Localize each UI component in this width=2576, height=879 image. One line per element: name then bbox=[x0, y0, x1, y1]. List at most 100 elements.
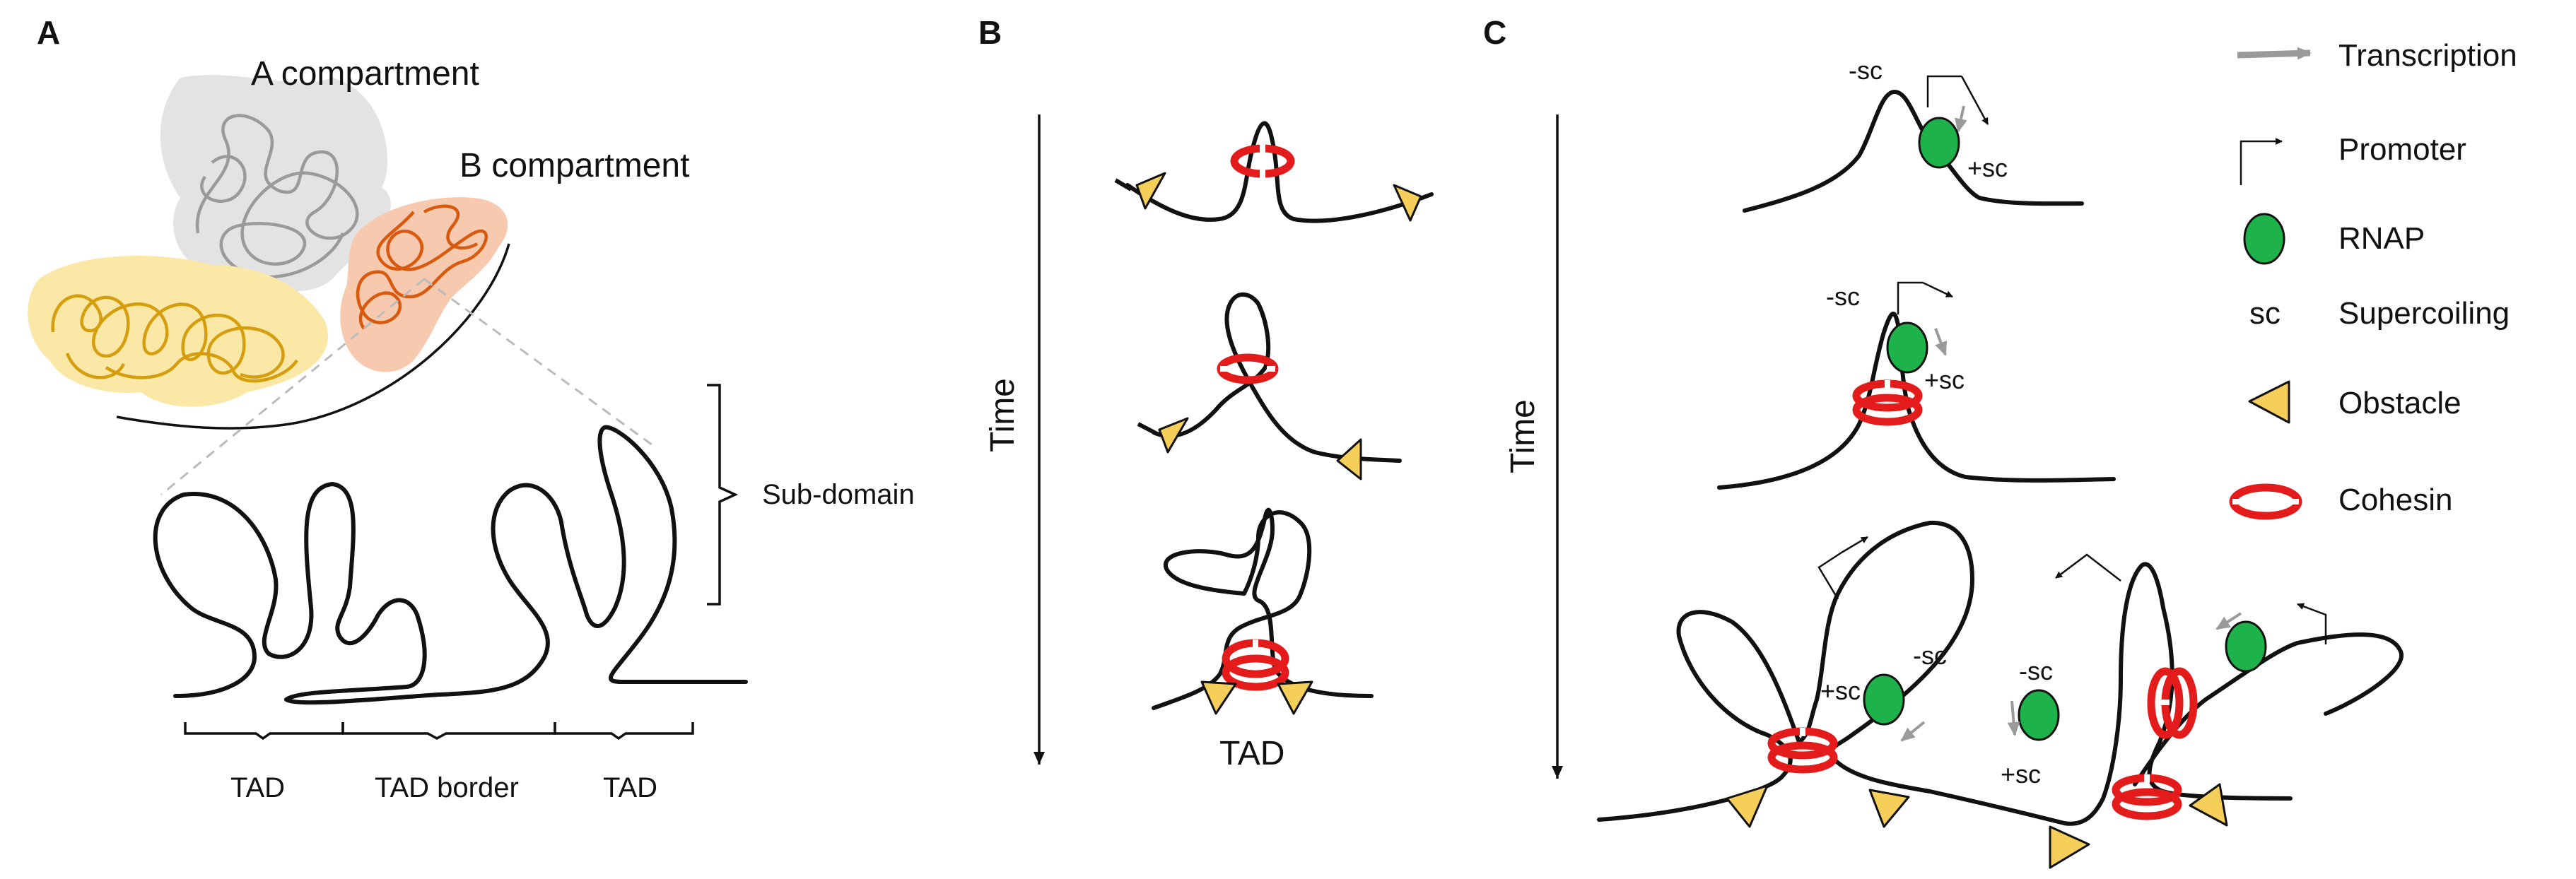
legend-cohesin-icon bbox=[2229, 483, 2302, 520]
legend-item-promoter: Promoter bbox=[2240, 132, 2466, 185]
c-state3-neg-sc-1: -sc bbox=[1913, 641, 1947, 670]
c-state3-transcription-arrow-2 bbox=[2007, 700, 2020, 736]
b-state3-cohesin bbox=[1222, 639, 1289, 691]
c-state1-neg-sc: -sc bbox=[1849, 56, 1883, 85]
a-compartment-label: A compartment bbox=[251, 55, 479, 93]
legend-obstacle-label: Obstacle bbox=[2338, 386, 2461, 420]
b-state2-obstacle-left bbox=[1158, 417, 1189, 454]
c-state1-promoter bbox=[1926, 75, 1962, 107]
b-state1-obstacle-left bbox=[1135, 172, 1166, 210]
b-state3-fiber bbox=[1152, 507, 1374, 710]
b-state3-obstacle-left bbox=[1200, 680, 1237, 715]
c-state3-neg-sc-2: -sc bbox=[2019, 656, 2053, 685]
c-state3-obstacle-2 bbox=[1868, 789, 1910, 828]
panel-b-letter: B bbox=[978, 14, 1002, 51]
b-state3-obstacle-right bbox=[1277, 680, 1313, 715]
c-state1-transcription-arrow bbox=[1955, 105, 1967, 133]
legend-promoter-label: Promoter bbox=[2338, 132, 2466, 167]
yellow-domain-chromatin bbox=[51, 294, 285, 379]
c-state2-promoter-arrow bbox=[1922, 281, 1953, 298]
chromatin-fiber-loops bbox=[153, 425, 748, 705]
b-state1-obstacle-right bbox=[1393, 184, 1422, 222]
tad-left-bracket bbox=[184, 722, 344, 741]
c-state1-pos-sc: +sc bbox=[1967, 153, 2008, 182]
c-state3-rnap-1 bbox=[1863, 673, 1905, 726]
c-state2-transcription-arrow bbox=[1934, 328, 1948, 356]
c-state2-cohesin bbox=[1852, 379, 1923, 426]
b-state2-fiber-end bbox=[1137, 422, 1156, 435]
b-state2-fiber bbox=[1152, 292, 1402, 463]
legend-item-supercoiling: sc Supercoiling bbox=[2249, 296, 2510, 331]
panel-c-letter: C bbox=[1483, 14, 1506, 51]
yellow-domain-blob bbox=[28, 255, 328, 407]
c-state3-cohesin-3 bbox=[2147, 667, 2198, 739]
tad-border-label: TAD border bbox=[375, 772, 519, 803]
b-state2-cohesin bbox=[1217, 353, 1279, 384]
b-state1-cohesin bbox=[1230, 144, 1295, 178]
b-compartment-chromatin bbox=[356, 204, 488, 330]
legend-supercoiling-label: Supercoiling bbox=[2338, 296, 2510, 331]
tad-right-bracket bbox=[554, 722, 694, 741]
c-state3-rnap-2 bbox=[2018, 689, 2060, 741]
b-state1-fiber-end bbox=[1114, 178, 1132, 191]
c-state3-pos-sc-2: +sc bbox=[2001, 760, 2041, 789]
tad-right-label: TAD bbox=[603, 772, 657, 803]
legend-promoter-arrow-icon bbox=[2240, 138, 2283, 185]
c-state3-obstacle-1 bbox=[1726, 784, 1769, 828]
b-state2-obstacle-right bbox=[1336, 438, 1362, 480]
c-state2-neg-sc: -sc bbox=[1826, 282, 1860, 311]
legend-item-rnap: RNAP bbox=[2243, 213, 2425, 265]
legend: Transcription Promoter RNAP sc Supercoil… bbox=[2229, 38, 2517, 520]
c-state1-fiber bbox=[1743, 90, 2084, 213]
yellow-domain-chromatin-2 bbox=[65, 352, 298, 383]
c-state2-rnap bbox=[1886, 321, 1928, 374]
legend-item-obstacle: Obstacle bbox=[2248, 380, 2461, 424]
c-state2-promoter bbox=[1897, 281, 1923, 314]
c-state3-obstacle-4 bbox=[2189, 783, 2228, 827]
b-state1-fiber bbox=[1125, 121, 1434, 223]
c-state3-obstacle-3 bbox=[2049, 825, 2090, 869]
zoom-line-right bbox=[423, 278, 658, 450]
legend-cohesin-label: Cohesin bbox=[2338, 483, 2452, 517]
time-label-b: Time bbox=[984, 378, 1021, 452]
c-state3-transcription-arrow-3 bbox=[2215, 612, 2242, 630]
c-state3-promoter-3 bbox=[2297, 603, 2327, 644]
zoom-line-left bbox=[160, 278, 425, 496]
b-tad-label: TAD bbox=[1219, 735, 1284, 772]
b-compartment-label: B compartment bbox=[459, 147, 689, 184]
c-state3-promoter-1 bbox=[1817, 551, 1842, 600]
a-compartment-chromatin bbox=[195, 114, 359, 279]
a-compartment-chromatin-2 bbox=[200, 155, 247, 203]
legend-item-transcription: Transcription bbox=[2237, 38, 2517, 73]
c-state3-pos-sc-1: +sc bbox=[1820, 676, 1861, 705]
c-state3-promoter-1-arrow bbox=[1841, 536, 1868, 554]
c-state3-cohesin-2 bbox=[2112, 774, 2182, 820]
c-state1-promoter-arrow bbox=[1960, 76, 1989, 125]
time-label-c: Time bbox=[1504, 399, 1542, 473]
tad-left-label: TAD bbox=[230, 772, 285, 803]
c-state3-fiber bbox=[1597, 520, 2293, 826]
panel-a: A A compartment B compartment Sub-domain… bbox=[28, 14, 915, 803]
legend-transcription-label: Transcription bbox=[2338, 38, 2517, 73]
c-state3-cohesin-1 bbox=[1767, 727, 1838, 774]
legend-obstacle-icon bbox=[2248, 380, 2290, 424]
c-state3-transcription-arrow-1 bbox=[1900, 721, 1926, 742]
panel-c: C Time -sc +sc -sc +sc bbox=[1483, 14, 2404, 869]
legend-sc-symbol: sc bbox=[2249, 296, 2281, 331]
c-state3-promoter-2 bbox=[2055, 553, 2121, 582]
c-state3-rnap-3 bbox=[2225, 620, 2267, 673]
legend-item-cohesin: Cohesin bbox=[2229, 483, 2452, 520]
sub-domain-label: Sub-domain bbox=[762, 479, 915, 510]
compartment-boundary-arc bbox=[116, 243, 510, 430]
legend-rnap-icon bbox=[2243, 213, 2285, 265]
c-state2-pos-sc: +sc bbox=[1924, 365, 1965, 394]
legend-rnap-label: RNAP bbox=[2338, 221, 2425, 256]
panel-b: B Time TAD bbox=[978, 14, 1434, 772]
sub-domain-bracket bbox=[707, 384, 739, 606]
c-state3-fiber-branch bbox=[2133, 632, 2404, 786]
tad-border-bracket bbox=[341, 722, 556, 740]
legend-transcription-arrow-icon bbox=[2237, 47, 2312, 60]
panel-a-letter: A bbox=[37, 14, 60, 51]
